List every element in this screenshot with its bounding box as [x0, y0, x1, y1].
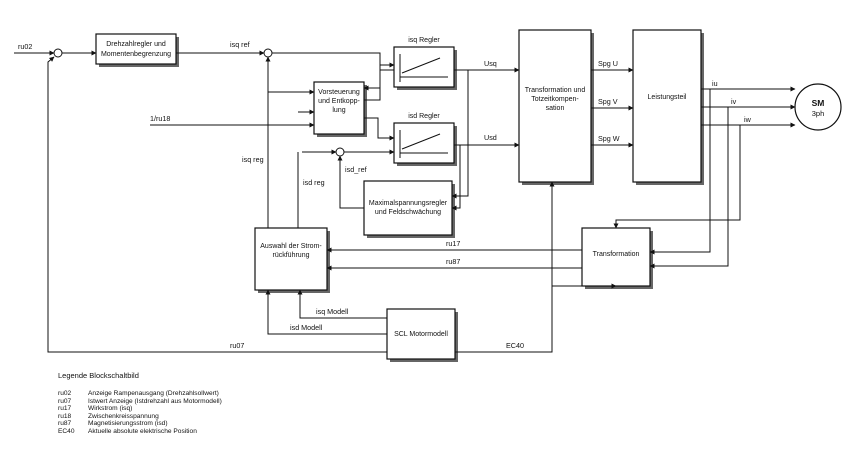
- legend: ru02 Anzeige Rampenausgang (Drehzahlsollw…: [58, 390, 222, 436]
- svg-text:isd Regler: isd Regler: [408, 113, 440, 120]
- label-usd: Usd: [484, 133, 497, 142]
- legend-description: Magnetisierungsstrom (isd): [88, 420, 168, 428]
- legend-key: ru07: [58, 397, 72, 405]
- label-ru07: ru07: [230, 341, 244, 350]
- legend-item: ru18 Zwischenkreisspannung: [58, 413, 222, 421]
- signal-lines: [14, 50, 796, 353]
- speed-summing-junction: [53, 48, 63, 58]
- legend-item: ru02 Anzeige Rampenausgang (Drehzahlsollw…: [58, 390, 222, 398]
- isd-summing-junction: [335, 147, 345, 157]
- label-ru17: ru17: [446, 239, 460, 248]
- label-isq-modell: isq Modell: [316, 307, 349, 316]
- label-ru87: ru87: [446, 257, 460, 266]
- legend-key: EC40: [58, 427, 75, 435]
- legend-title: Legende Blockschaltbild: [58, 371, 139, 380]
- transformation-deadtime-block: Transformation und Totzeitkompen- sation: [518, 29, 592, 183]
- legend-item: EC40 Aktuelle absolute elektrische Positi…: [58, 428, 222, 436]
- label-iw: iw: [744, 115, 752, 124]
- label-ec40: EC40: [506, 341, 524, 350]
- legend-key: ru18: [58, 412, 72, 420]
- label-isq-ref: isq ref: [230, 40, 250, 49]
- feedforward-block: Vorsteuerung und Entkopp- lung: [313, 81, 365, 135]
- svg-text:und Feldschwächung: und Feldschwächung: [375, 209, 441, 216]
- svg-text:rückführung: rückführung: [273, 252, 310, 259]
- isq-summing-junction: [263, 48, 273, 58]
- svg-text:3ph: 3ph: [812, 109, 825, 118]
- label-isd-modell: isd Modell: [290, 323, 323, 332]
- legend-description: Wirkstrom (isq): [88, 405, 133, 413]
- speed-controller-block: Drehzahlregler und Momentenbegrenzung: [95, 33, 177, 65]
- svg-text:Momentenbegrenzung: Momentenbegrenzung: [101, 51, 171, 58]
- legend-description: Zwischenkreisspannung: [88, 412, 159, 420]
- label-spg-u: Spg U: [598, 59, 618, 68]
- label-usq: Usq: [484, 59, 497, 68]
- label-isd-ref: isd_ref: [345, 165, 367, 174]
- power-stage-block: Leistungsteil: [632, 29, 702, 183]
- svg-text:sation: sation: [546, 105, 565, 112]
- current-feedback-selection-block: Auswahl der Strom- rückführung: [254, 227, 328, 291]
- svg-text:Maximalspannungsregler: Maximalspannungsregler: [369, 200, 448, 207]
- scl-motor-model-block: SCL Motormodell: [386, 308, 456, 360]
- label-iu: iu: [712, 79, 718, 88]
- svg-text:isq Regler: isq Regler: [408, 37, 440, 44]
- legend-item: ru17 Wirkstrom (isq): [58, 405, 222, 413]
- legend-description: Istwert Anzeige (Istdrehzahl aus Motormo…: [88, 397, 222, 405]
- svg-text:SCL Motormodell: SCL Motormodell: [394, 331, 448, 338]
- isd-controller-block: isd Regler: [393, 113, 455, 164]
- svg-text:Transformation: Transformation: [593, 251, 640, 258]
- svg-text:Totzeitkompen-: Totzeitkompen-: [531, 96, 579, 103]
- label-iv: iv: [731, 97, 737, 106]
- svg-text:Auswahl der Strom-: Auswahl der Strom-: [260, 243, 322, 250]
- svg-text:Vorsteuerung: Vorsteuerung: [318, 89, 360, 96]
- svg-text:Leistungsteil: Leistungsteil: [648, 94, 687, 101]
- label-spg-w: Spg W: [598, 134, 620, 143]
- legend-key: ru17: [58, 405, 72, 413]
- legend-item: ru07 Istwert Anzeige (Istdrehzahl aus Mot…: [58, 398, 222, 406]
- svg-text:Drehzahlregler und: Drehzahlregler und: [106, 41, 166, 48]
- legend-key: ru02: [58, 390, 72, 397]
- legend-description: Anzeige Rampenausgang (Drehzahlsollwert): [88, 390, 219, 397]
- transformation-block: Transformation: [581, 227, 651, 287]
- label-ru02: ru02: [18, 42, 32, 51]
- legend-key: ru87: [58, 420, 72, 428]
- legend-item: ru87 Magnetisierungsstrom (isd): [58, 420, 222, 428]
- svg-text:lung: lung: [332, 107, 345, 114]
- label-ru18: 1/ru18: [150, 114, 170, 123]
- legend-description: Aktuelle absolute elektrische Position: [88, 427, 197, 435]
- motor-circle: SM 3ph: [794, 83, 842, 131]
- label-isq-reg: isq reg: [242, 155, 264, 164]
- max-voltage-controller-block: Maximalspannungsregler und Feldschwächun…: [363, 180, 453, 236]
- label-spg-v: Spg V: [598, 97, 618, 106]
- isq-controller-block: isq Regler: [393, 37, 455, 88]
- svg-text:Transformation und: Transformation und: [525, 87, 586, 94]
- svg-text:SM: SM: [812, 98, 825, 108]
- label-isd-reg: isd reg: [303, 178, 325, 187]
- svg-text:und Entkopp-: und Entkopp-: [318, 98, 360, 105]
